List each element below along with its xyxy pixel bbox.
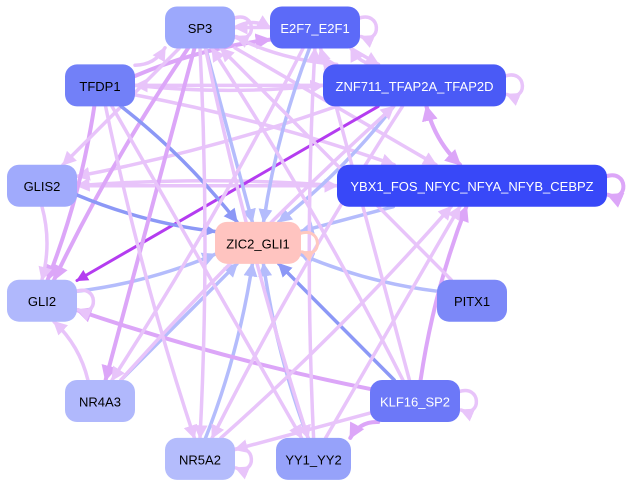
node-box[interactable] [370, 380, 460, 423]
edge-tfdp1-to-nr5a2 [103, 104, 198, 440]
edge-pitx1-to-sp3 [219, 46, 453, 282]
edge-nr5a2-to-zic2_gli1 [203, 262, 258, 440]
edge-znf711-to-ybx1 [424, 104, 462, 167]
edge-klf16_sp2-to-yy1_yy2 [348, 419, 381, 440]
node-box[interactable] [165, 6, 235, 49]
node-label: PITX1 [454, 294, 490, 309]
edge-glis2-to-gli2 [38, 204, 53, 282]
node-e2f7-e2f1[interactable]: E2F7_E2F1 [270, 6, 360, 49]
node-tfdp1[interactable]: TFDP1 [65, 64, 135, 107]
node-label: ZNF711_TFAP2A_TFAP2D [336, 79, 494, 94]
node-label: SP3 [188, 21, 213, 36]
edge-klf16_sp2-to-gli2 [75, 307, 372, 391]
node-label: YBX1_FOS_NFYC_NFYA_NFYB_CEBPZ [350, 179, 593, 194]
edge-klf16_sp2-to-sp3 [210, 46, 405, 382]
node-yy1-yy2[interactable]: YY1_YY2 [276, 437, 351, 480]
node-box[interactable] [323, 64, 506, 107]
node-box[interactable] [65, 64, 135, 107]
node-box[interactable] [276, 437, 351, 480]
edge-znf711-to-nr5a2 [210, 104, 405, 440]
edge-ybx1-to-glis2 [75, 177, 339, 192]
edge-tfdp1-to-zic2_gli1 [119, 104, 239, 224]
edge-e2f7_e2f1-to-znf711 [349, 46, 381, 67]
node-label: E2F7_E2F1 [280, 21, 349, 36]
node-klf16-sp2[interactable]: KLF16_SP2 [370, 380, 460, 423]
edge-tfdp1-to-ybx1 [133, 93, 396, 168]
edge-gli2-to-gli2 [73, 288, 96, 322]
edge-klf16_sp2-to-klf16_sp2 [456, 388, 479, 422]
edge-znf711-to-gli2 [75, 104, 380, 282]
node-znf711[interactable]: ZNF711_TFAP2A_TFAP2D [323, 64, 506, 107]
node-pitx1[interactable]: PITX1 [437, 279, 507, 322]
node-label: GLI2 [28, 294, 56, 309]
edge-e2f7_e2f1-to-zic2_gli1 [258, 46, 312, 224]
node-nr5a2[interactable]: NR5A2 [165, 437, 235, 480]
edge-e2f7_e2f1-to-e2f7_e2f1 [356, 15, 379, 48]
edge-yy1_yy2-to-e2f7_e2f1 [307, 46, 322, 440]
edge-tfdp1-to-yy1_yy2 [110, 104, 304, 440]
edge-pitx1-to-zic2_gli1 [299, 252, 439, 293]
edge-glis2-to-zic2_gli1 [75, 193, 217, 237]
node-gli2[interactable]: GLI2 [7, 279, 77, 322]
edge-e2f7_e2f1-to-nr4a3 [110, 46, 305, 382]
node-label: TFDP1 [79, 79, 120, 94]
edge-klf16_sp2-to-zic2_gli1 [277, 262, 396, 382]
node-sp3[interactable]: SP3 [165, 6, 235, 49]
node-nr4a3[interactable]: NR4A3 [65, 380, 135, 423]
edge-ybx1-to-znf711 [422, 104, 462, 167]
node-label: ZIC2_GLI1 [226, 236, 290, 251]
node-box[interactable] [165, 437, 235, 480]
edge-zic2_gli1-to-zic2_gli1 [297, 230, 319, 262]
node-label: NR5A2 [179, 452, 221, 467]
node-box[interactable] [65, 380, 135, 423]
edge-ybx1-to-ybx1 [603, 173, 626, 208]
edge-nr5a2-to-nr5a2 [231, 446, 254, 480]
edge-sp3-to-sp3 [231, 15, 254, 48]
node-label: YY1_YY2 [285, 452, 341, 467]
node-box[interactable] [337, 164, 607, 207]
node-zic2-gli1[interactable]: ZIC2_GLI1 [215, 221, 301, 264]
node-box[interactable] [215, 221, 301, 264]
edge-nr4a3-to-gli2 [52, 319, 90, 382]
edge-sp3-to-nr4a3 [101, 46, 197, 382]
node-box[interactable] [7, 164, 77, 207]
edge-nr5a2-to-ybx1 [219, 204, 453, 440]
node-box[interactable] [437, 279, 507, 322]
edge-sp3-to-nr5a2 [193, 46, 208, 440]
node-label: KLF16_SP2 [380, 395, 450, 410]
node-glis2[interactable]: GLIS2 [7, 164, 77, 207]
edge-znf711-to-znf711 [502, 73, 525, 106]
node-ybx1[interactable]: YBX1_FOS_NFYC_NFYA_NFYB_CEBPZ [337, 164, 607, 207]
edge-tfdp1-to-sp3 [133, 46, 167, 67]
node-label: NR4A3 [79, 395, 121, 410]
node-box[interactable] [7, 279, 77, 322]
node-label: GLIS2 [24, 179, 61, 194]
edge-yy1_yy2-to-ybx1 [323, 204, 462, 440]
node-box[interactable] [270, 6, 360, 49]
